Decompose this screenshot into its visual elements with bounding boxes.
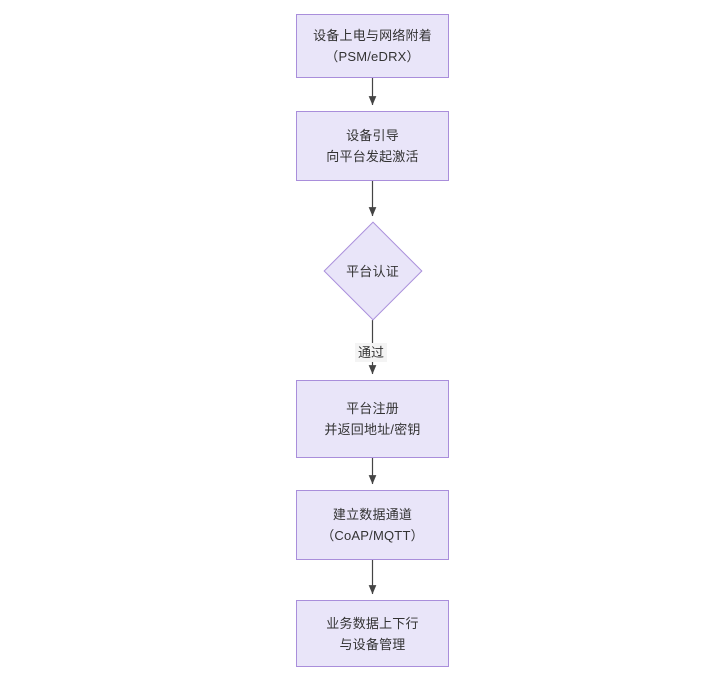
node-business-data-line-1: 业务数据上下行 [326, 615, 419, 631]
node-data-channel-line-1: 建立数据通道 [332, 507, 413, 522]
node-data-channel-line-2: （CoAP/MQTT） [321, 528, 424, 543]
node-data-channel[interactable]: 建立数据通道 （CoAP/MQTT） [296, 490, 449, 560]
node-bootstrap-line-1: 设备引导 [346, 128, 399, 143]
node-platform-auth-label: 平台认证 [346, 263, 399, 279]
node-platform-auth[interactable]: 平台认证 [323, 221, 422, 321]
node-business-data-line-2: 与设备管理 [339, 636, 406, 652]
node-power-on-line-1: 设备上电与网络附着 [313, 28, 432, 43]
node-bootstrap[interactable]: 设备引导 向平台发起激活 [296, 111, 449, 181]
node-power-on-line-2: （PSM/eDRX） [325, 49, 420, 64]
node-platform-register-line-2: 并返回地址/密钥 [324, 422, 421, 437]
node-bootstrap-line-2: 向平台发起激活 [326, 149, 419, 164]
node-platform-register[interactable]: 平台注册 并返回地址/密钥 [296, 380, 449, 458]
node-business-data[interactable]: 业务数据上下行 与设备管理 [296, 600, 449, 667]
node-platform-register-line-1: 平台注册 [346, 401, 399, 416]
node-power-on[interactable]: 设备上电与网络附着 （PSM/eDRX） [296, 14, 449, 78]
edge-label-pass: 通过 [355, 343, 388, 362]
